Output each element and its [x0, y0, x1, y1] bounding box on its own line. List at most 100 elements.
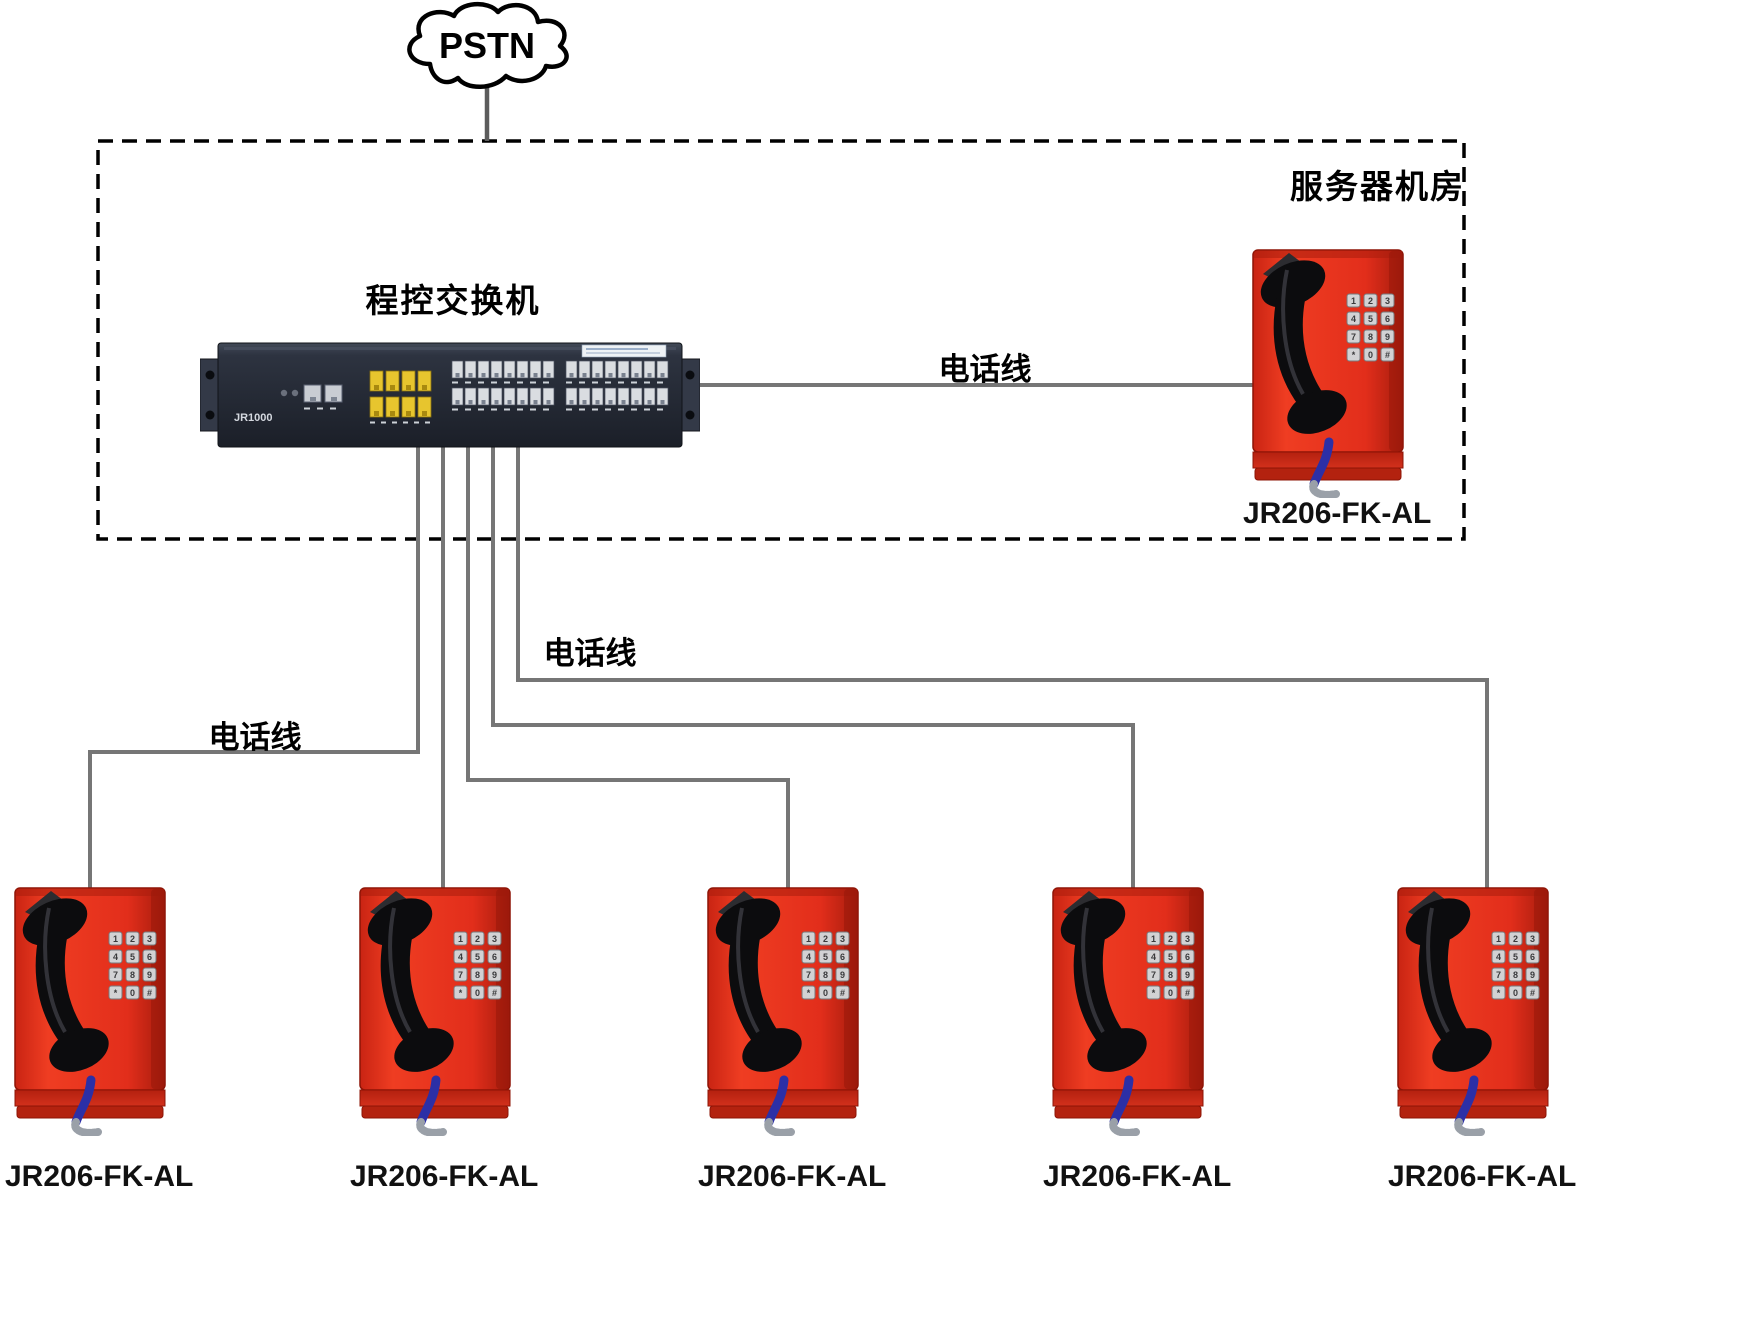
keypad-button: [125, 931, 140, 946]
phone-4-label: JR206-FK-AL: [1043, 1160, 1232, 1193]
phone-3: 1 2 3 4 5 6 7 8 9 * 0 #: [698, 876, 868, 1137]
keypad-button: [1380, 329, 1395, 344]
keypad-button: [1180, 967, 1195, 982]
pbx-switch-device: JR1000: [200, 342, 700, 448]
keypad-button: [125, 985, 140, 1000]
keypad-digit: 5: [823, 952, 828, 962]
keypad-button: [818, 967, 833, 982]
keypad-digit: 9: [492, 970, 497, 980]
keypad: 1 2 3 4 5 6 7 8 9 * 0 #: [801, 931, 850, 1000]
keypad-digit: *: [114, 988, 118, 998]
phone-handset: [22, 898, 109, 1072]
keypad-button: [1346, 293, 1361, 308]
keypad-button: [818, 931, 833, 946]
keypad-button: [1163, 967, 1178, 982]
keypad-digit: 9: [840, 970, 845, 980]
keypad-digit: *: [1352, 350, 1356, 360]
keypad-digit: 0: [1368, 350, 1373, 360]
phone-foot: [1399, 1105, 1547, 1119]
keypad-button: [818, 949, 833, 964]
keypad-button: [1380, 347, 1395, 362]
wire-label-branch-right: 电话线: [543, 636, 637, 671]
keypad-button: [487, 967, 502, 982]
keypad-button: [1363, 347, 1378, 362]
keypad-button: [801, 931, 816, 946]
red-phone-device: 1 2 3 4 5 6 7 8 9 * 0 #: [1052, 887, 1204, 1137]
phone-1-label: JR206-FK-AL: [5, 1160, 194, 1193]
pstn-label: PSTN: [439, 25, 535, 66]
phone-top-bevel: [1254, 251, 1402, 258]
keypad-button: [142, 949, 157, 964]
phone-top-bevel: [1399, 889, 1547, 896]
cloud-outline: [407, 2, 569, 89]
keypad-digit: 2: [130, 934, 135, 944]
wire-label-branch-left: 电话线: [208, 720, 302, 755]
keypad-digit: 2: [1513, 934, 1518, 944]
lan-ports: [303, 384, 343, 410]
wire-switch-to-phone-5: [516, 445, 1489, 890]
keypad-digit: 7: [1351, 332, 1356, 342]
keypad-button: [453, 985, 468, 1000]
wire-switch-to-phone-3: [466, 445, 790, 890]
keypad-digit: *: [1152, 988, 1156, 998]
keypad-digit: 4: [806, 952, 811, 962]
keypad-button: [801, 985, 816, 1000]
keypad-button: [1508, 985, 1523, 1000]
keypad-digit: 7: [113, 970, 118, 980]
wire-label-switch-to-room-phone: 电话线: [938, 352, 1032, 387]
server-room-label: 服务器机房: [1290, 168, 1465, 205]
keypad-button: [453, 949, 468, 964]
keypad-digit: 3: [147, 934, 152, 944]
keypad-digit: #: [492, 988, 497, 998]
keypad-digit: #: [1185, 988, 1190, 998]
keypad-button: [1346, 311, 1361, 326]
keypad-digit: 1: [806, 934, 811, 944]
keypad-button: [1525, 931, 1540, 946]
keypad-digit: 5: [1168, 952, 1173, 962]
keypad-button: [1146, 967, 1161, 982]
keypad-button: [108, 967, 123, 982]
phone-5-label: JR206-FK-AL: [1388, 1160, 1577, 1193]
keypad-digit: 1: [1496, 934, 1501, 944]
keypad-digit: 4: [458, 952, 463, 962]
keypad-digit: 1: [1351, 296, 1356, 306]
room-phone: 1 2 3 4 5 6 7 8 9 * 0 #: [1243, 238, 1413, 499]
server-room-border: [96, 139, 1466, 541]
keypad: 1 2 3 4 5 6 7 8 9 * 0 #: [108, 931, 157, 1000]
keypad-button: [142, 985, 157, 1000]
keypad: 1 2 3 4 5 6 7 8 9 * 0 #: [1146, 931, 1195, 1000]
keypad-digit: 0: [130, 988, 135, 998]
keypad-button: [1346, 329, 1361, 344]
keypad-button: [1346, 347, 1361, 362]
keypad-digit: 4: [113, 952, 118, 962]
keypad-button: [1163, 949, 1178, 964]
keypad-button: [125, 949, 140, 964]
red-phone-device: 1 2 3 4 5 6 7 8 9 * 0 #: [359, 887, 511, 1137]
keypad-digit: 3: [1385, 296, 1390, 306]
wire-switch-to-phone-4: [491, 445, 1135, 890]
keypad-button: [487, 985, 502, 1000]
phone-top-bevel: [361, 889, 509, 896]
keypad-digit: 8: [130, 970, 135, 980]
keypad-digit: 3: [840, 934, 845, 944]
keypad-button: [1508, 967, 1523, 982]
cable-armored: [764, 1118, 795, 1137]
keypad-button: [1180, 949, 1195, 964]
phone-2-label: JR206-FK-AL: [350, 1160, 539, 1193]
keypad-digit: 7: [806, 970, 811, 980]
pstn-cloud: PSTN: [407, 2, 569, 89]
keypad-digit: 0: [1168, 988, 1173, 998]
keypad-button: [487, 949, 502, 964]
keypad-button: [487, 931, 502, 946]
cable-armored: [1454, 1118, 1485, 1137]
keypad-digit: 4: [1496, 952, 1501, 962]
keypad-button: [1180, 985, 1195, 1000]
phone-handset: [1060, 898, 1147, 1072]
phone-2: 1 2 3 4 5 6 7 8 9 * 0 #: [350, 876, 520, 1137]
keypad-digit: *: [1497, 988, 1501, 998]
phone-handset: [1405, 898, 1492, 1072]
keypad-digit: #: [1530, 988, 1535, 998]
keypad-button: [1508, 949, 1523, 964]
label-sticker: [581, 344, 667, 358]
